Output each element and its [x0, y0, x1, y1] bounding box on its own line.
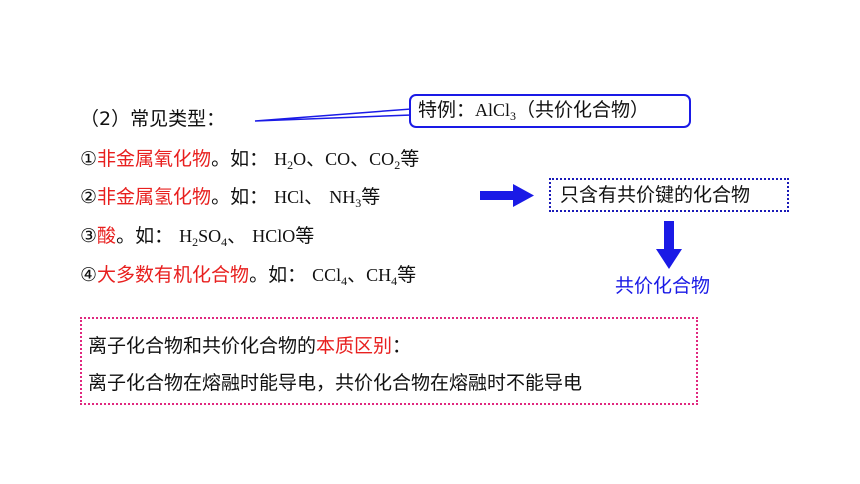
formula-ch4: CH4 — [366, 265, 398, 288]
right-arrow-icon — [480, 184, 534, 207]
down-arrow-icon — [656, 221, 682, 269]
formula-h2so4: H2SO4 — [179, 226, 228, 249]
formula-alcl3: AlCl3 — [475, 100, 517, 123]
category-label: 非金属氧化物 — [97, 148, 212, 170]
formula-h2o: H2O — [274, 149, 307, 172]
definition-box — [549, 178, 789, 212]
list-item-organics: ④大多数有机化合物。如： CCl4、CH4等 — [80, 264, 417, 288]
list-item-acids: ③酸。如： H2SO4、 HClO等 — [80, 225, 315, 249]
list-item-hydrides: ②非金属氢化物。如： HCl、 NH3等 — [80, 186, 381, 210]
section-heading: （2）常见类型： — [80, 108, 226, 130]
callout-box — [409, 94, 691, 128]
formula-nh3: NH3 — [329, 187, 362, 210]
list-item-oxides: ①非金属氧化物。如： H2O、CO、CO2等 — [80, 148, 420, 172]
callout-text: 特例：AlCl3（共价化合物） — [418, 99, 650, 123]
difference-body: 离子化合物在熔融时能导电，共价化合物在熔融时不能导电 — [88, 372, 583, 394]
category-label: 酸 — [97, 225, 117, 247]
category-label: 大多数有机化合物 — [97, 264, 250, 286]
formula-hclo: HClO — [252, 226, 296, 246]
result-label: 共价化合物 — [615, 275, 711, 297]
formula-ccl4: CCl4 — [312, 265, 348, 288]
definition-text: 只含有共价键的化合物 — [560, 184, 751, 206]
formula-hcl: HCl — [274, 187, 305, 207]
difference-title: 离子化合物和共价化合物的本质区别： — [88, 335, 412, 357]
difference-highlight: 本质区别 — [316, 335, 393, 357]
formula-co: CO — [325, 149, 351, 169]
category-label: 非金属氢化物 — [97, 186, 212, 208]
formula-co2: CO2 — [369, 149, 401, 172]
difference-box — [80, 317, 698, 405]
callout-pointer — [254, 108, 412, 122]
